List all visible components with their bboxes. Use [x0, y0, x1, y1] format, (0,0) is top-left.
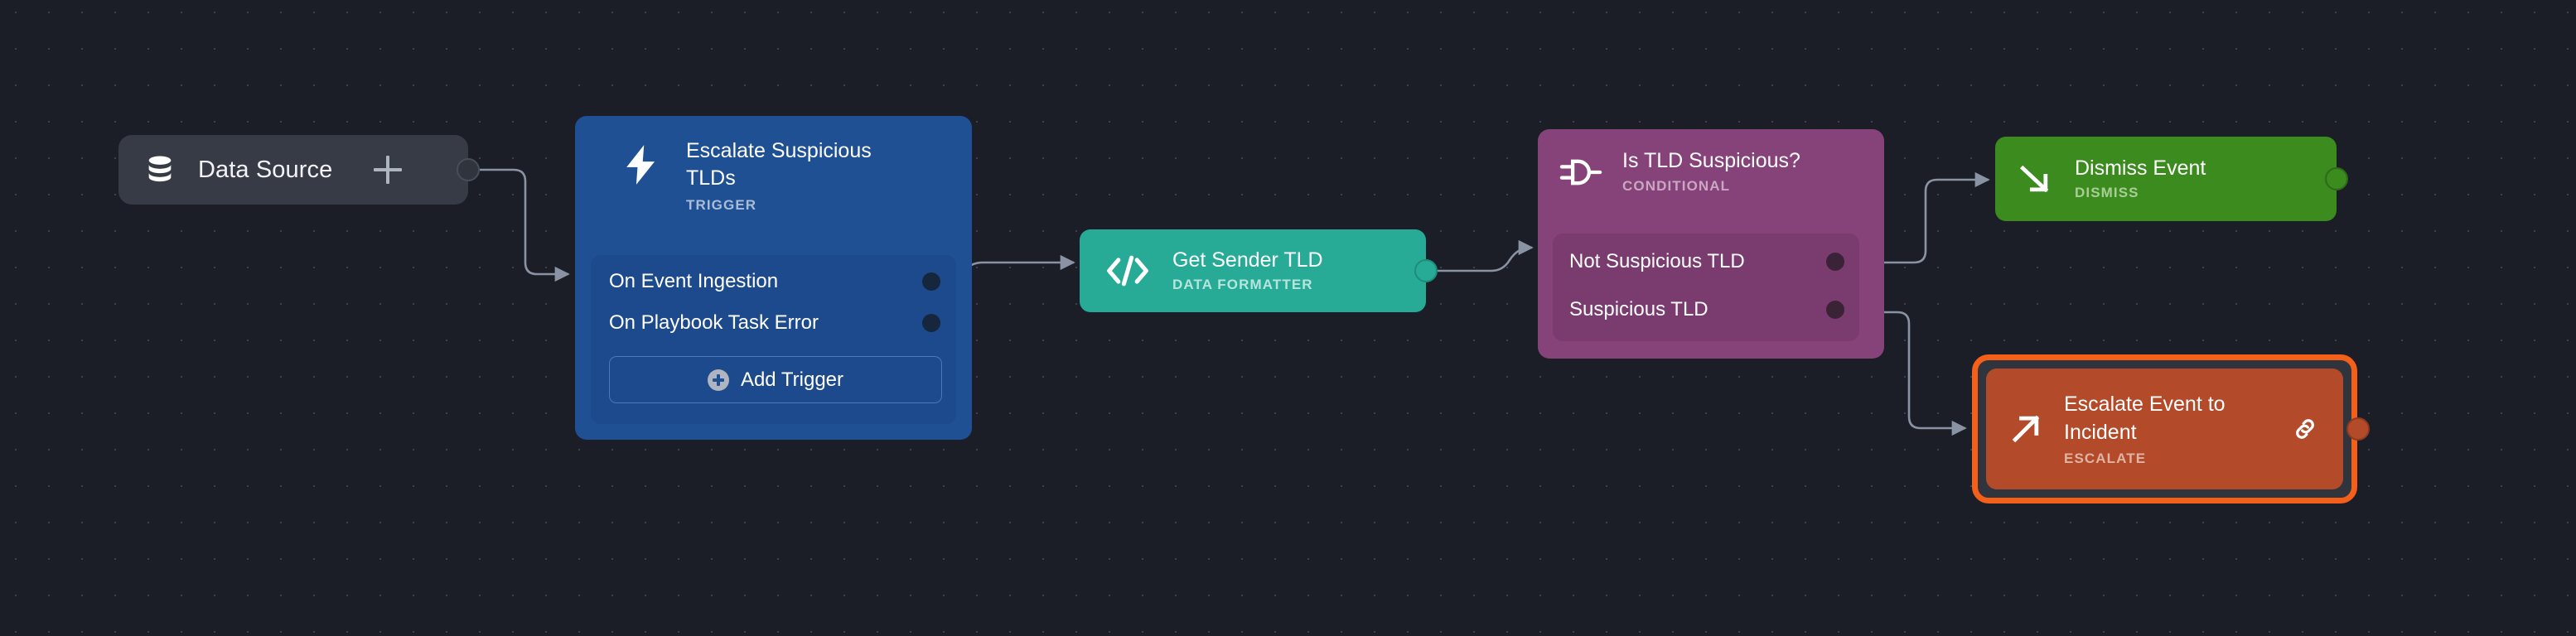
escalate-title: Escalate Event to Incident: [2064, 393, 2226, 444]
escalate-output-handle[interactable]: [2346, 417, 2370, 441]
node-dismiss-event[interactable]: Dismiss Event DISMISS: [1995, 137, 2337, 221]
edge-conditional-to-dismiss: [1868, 171, 1990, 264]
trigger-row-label: On Event Ingestion: [609, 270, 779, 292]
data-formatter-subtitle: DATA FORMATTER: [1172, 277, 1313, 292]
database-icon: [143, 153, 176, 186]
conditional-header: Is TLD Suspicious? CONDITIONAL: [1538, 129, 1884, 225]
dismiss-output-handle[interactable]: [2325, 167, 2348, 190]
code-brackets-icon: [1104, 253, 1151, 288]
trigger-list: On Event Ingestion On Playbook Task Erro…: [591, 255, 956, 424]
trigger-output-port[interactable]: [922, 314, 940, 332]
trigger-title: Escalate Suspicious TLDs: [686, 139, 872, 190]
conditional-branch-label: Suspicious TLD: [1569, 298, 1708, 320]
edge-formatter-to-conditional: [1438, 239, 1534, 272]
dismiss-subtitle: DISMISS: [2075, 185, 2139, 200]
data-formatter-output-handle[interactable]: [1414, 259, 1438, 282]
data-source-label: Data Source: [198, 156, 333, 183]
arrow-up-right-icon: [2008, 411, 2044, 447]
trigger-output-port[interactable]: [922, 272, 940, 291]
conditional-branch-suspicious[interactable]: Suspicious TLD: [1569, 298, 1844, 321]
link-icon[interactable]: [2292, 416, 2318, 442]
conditional-output-port[interactable]: [1826, 253, 1844, 271]
trigger-row-on-playbook-task-error[interactable]: On Playbook Task Error: [609, 311, 940, 335]
edge-datasource-to-trigger: [480, 168, 570, 282]
conditional-subtitle: CONDITIONAL: [1622, 178, 1731, 194]
node-data-formatter[interactable]: Get Sender TLD DATA FORMATTER: [1080, 229, 1426, 312]
node-data-source[interactable]: Data Source: [118, 135, 468, 205]
node-escalate-event[interactable]: Escalate Event to Incident ESCALATE: [1986, 369, 2343, 489]
data-formatter-title: Get Sender TLD: [1172, 248, 1323, 272]
conditional-title: Is TLD Suspicious?: [1622, 149, 1800, 172]
trigger-header: Escalate Suspicious TLDs TRIGGER: [575, 116, 972, 220]
node-trigger[interactable]: Escalate Suspicious TLDs TRIGGER On Even…: [575, 116, 972, 440]
trigger-row-label: On Playbook Task Error: [609, 311, 819, 334]
trigger-subtitle: TRIGGER: [686, 197, 757, 213]
node-conditional[interactable]: Is TLD Suspicious? CONDITIONAL Not Suspi…: [1538, 129, 1884, 359]
conditional-output-port[interactable]: [1826, 301, 1844, 319]
escalate-subtitle: ESCALATE: [2064, 450, 2147, 466]
conditional-branch-label: Not Suspicious TLD: [1569, 250, 1745, 272]
lightning-bolt-icon: [620, 141, 663, 189]
conditional-branch-not-suspicious[interactable]: Not Suspicious TLD: [1569, 250, 1844, 273]
node-escalate-selection-outline[interactable]: Escalate Event to Incident ESCALATE: [1972, 354, 2357, 504]
plus-circle-icon: [707, 369, 729, 391]
trigger-row-on-event-ingestion[interactable]: On Event Ingestion: [609, 270, 940, 293]
dismiss-title: Dismiss Event: [2075, 157, 2206, 180]
add-data-source-button[interactable]: [374, 156, 402, 184]
conditional-branch-list: Not Suspicious TLD Suspicious TLD: [1553, 234, 1859, 341]
arrow-down-right-icon: [2017, 161, 2053, 197]
logic-gate-icon: [1558, 156, 1604, 189]
add-trigger-label: Add Trigger: [740, 368, 844, 391]
data-source-output-handle[interactable]: [457, 158, 480, 181]
add-trigger-button[interactable]: Add Trigger: [609, 356, 942, 403]
